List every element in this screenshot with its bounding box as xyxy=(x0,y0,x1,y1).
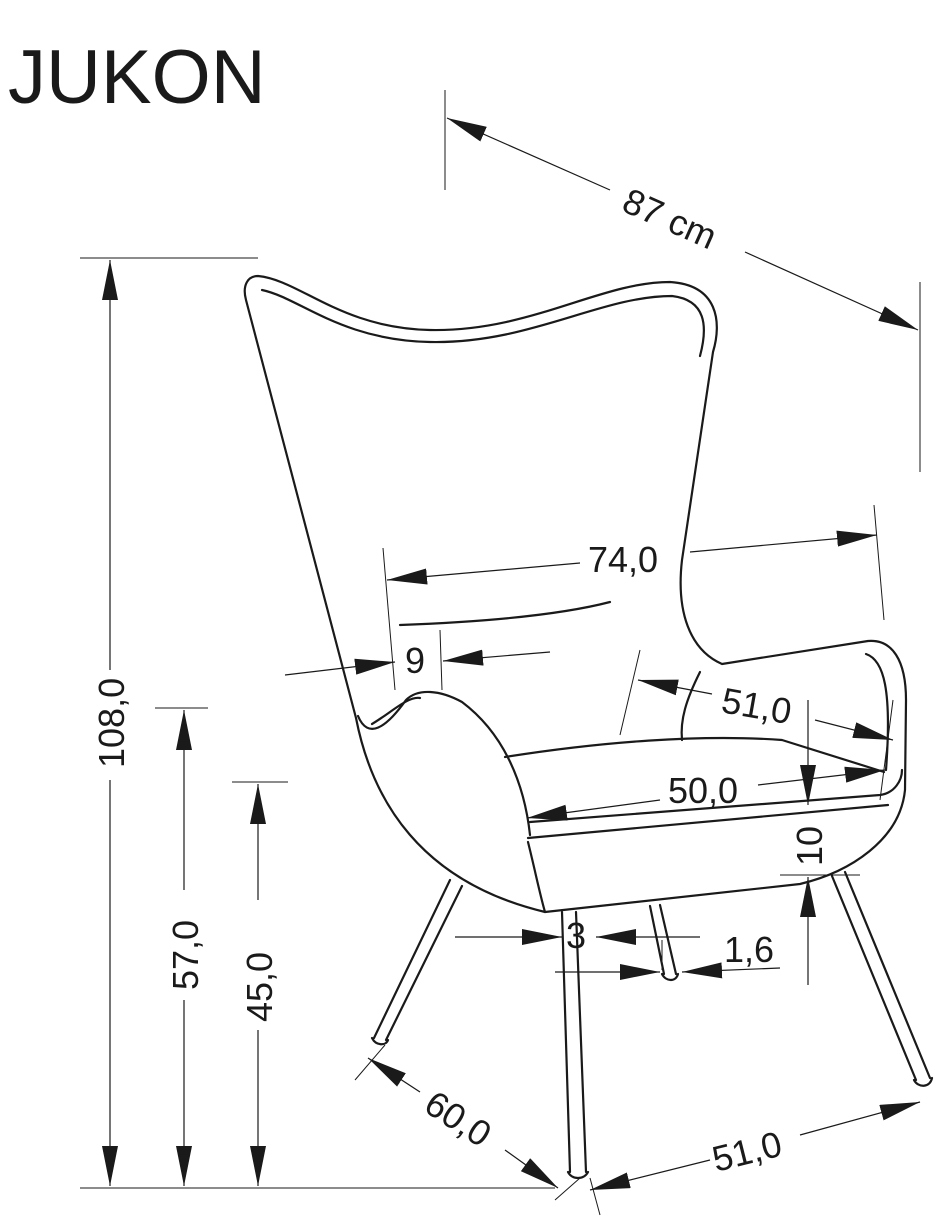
dimension-lines xyxy=(80,90,921,1216)
chair-back-inner xyxy=(260,288,706,358)
label-base-width: 51,0 xyxy=(708,1123,786,1180)
label-seat-height: 45,0 xyxy=(239,952,280,1022)
right-arm-inner xyxy=(680,670,702,742)
leg-back xyxy=(648,903,680,982)
label-width-arms: 74,0 xyxy=(588,539,658,580)
label-leg-bottom: 1,6 xyxy=(724,929,774,970)
left-wing xyxy=(356,690,532,837)
left-arm-inner xyxy=(370,696,422,726)
back-curve-detail xyxy=(398,600,612,627)
right-arm-front xyxy=(864,652,890,772)
chair-drawing xyxy=(243,274,934,1180)
label-base-depth: 60,0 xyxy=(418,1082,499,1155)
seat-front xyxy=(528,768,904,824)
leg-left-front xyxy=(370,878,464,1046)
leg-front-center xyxy=(560,910,590,1180)
label-armrest-height: 57,0 xyxy=(165,920,206,990)
label-leg-top: 3 xyxy=(566,915,586,956)
chair-back-outer xyxy=(243,274,908,914)
seat-back-line xyxy=(503,736,886,774)
seat-side-seam xyxy=(526,840,547,914)
product-title: JUKON xyxy=(8,35,266,120)
label-height-total: 108,0 xyxy=(91,678,132,768)
label-seat-width: 50,0 xyxy=(668,770,738,811)
seat-front-lower xyxy=(526,803,890,840)
label-seat-cushion: 10 xyxy=(789,826,830,866)
label-arm-depth: 51,0 xyxy=(719,680,795,733)
label-arm-thickness: 9 xyxy=(405,640,425,681)
leg-right xyxy=(830,870,934,1087)
label-depth-total: 87 cm xyxy=(617,180,723,257)
